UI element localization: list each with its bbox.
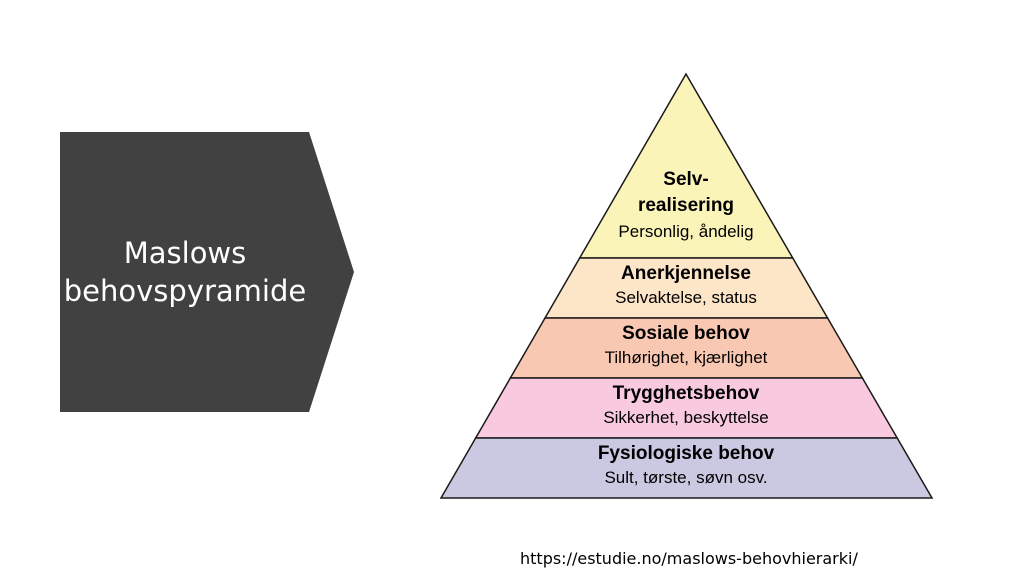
pyramid-level-4-desc: Sikkerhet, beskyttelse: [603, 408, 768, 427]
pyramid-level-5: [439, 437, 934, 499]
pyramid-level-2-desc: Selvaktelse, status: [615, 288, 757, 307]
pyramid-level-3-desc: Tilhørighet, kjærlighet: [605, 348, 768, 367]
title-chevron-shape: [60, 132, 354, 412]
title-label: Maslows behovspyramide: [60, 132, 310, 412]
pyramid-level-5-desc: Sult, tørste, søvn osv.: [604, 468, 767, 487]
source-url: https://estudie.no/maslows-behovhierarki…: [520, 549, 858, 568]
pyramid-level-4-name: Trygghetsbehov: [613, 383, 760, 404]
title-text: Maslows behovspyramide: [63, 235, 307, 308]
pyramid-level-5-name: Fysiologiske behov: [598, 443, 775, 464]
pyramid-level-3-name: Sosiale behov: [622, 323, 750, 344]
pyramid-level-1-name: realisering: [638, 195, 734, 216]
pyramid-level-2-name: Anerkjennelse: [621, 263, 751, 284]
pyramid-level-1-desc: Personlig, åndelig: [618, 222, 753, 241]
pyramid-level-1-name: Selv-: [663, 169, 708, 190]
